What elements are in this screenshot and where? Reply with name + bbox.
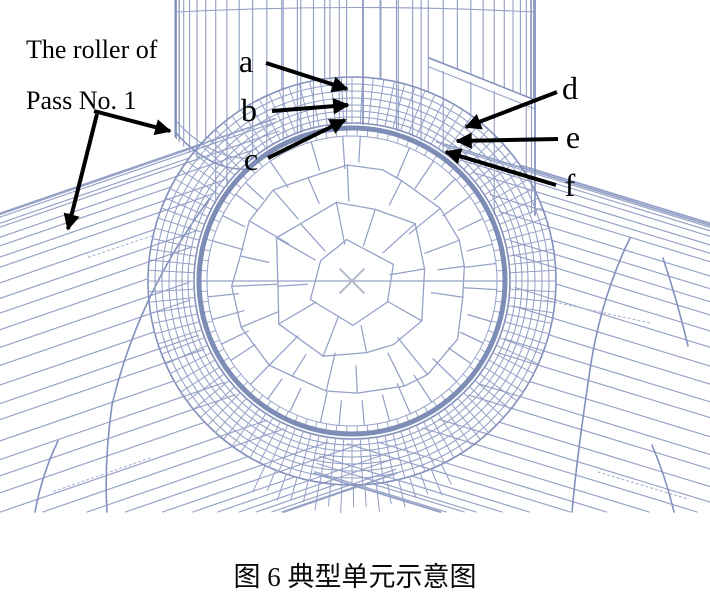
figure-caption: 图 6 典型单元示意图 xyxy=(233,562,477,592)
label-b: b xyxy=(241,92,257,128)
roller-label-line2: Pass No. 1 xyxy=(26,86,137,115)
label-f: f xyxy=(565,167,576,203)
billet-mesh xyxy=(199,128,505,434)
annotation-labels: a b c d e f The roller of Pass No. 1 xyxy=(26,35,580,203)
ring-band xyxy=(147,76,557,514)
center-cross-icon xyxy=(339,268,365,294)
roller-lower-left xyxy=(0,117,398,513)
roller-lower-right xyxy=(313,140,710,513)
billet-outline xyxy=(196,125,508,437)
label-e: e xyxy=(566,119,580,155)
label-d: d xyxy=(562,70,578,106)
roller-label-line1: The roller of xyxy=(26,35,158,64)
annotation-arrows xyxy=(63,61,559,231)
label-a: a xyxy=(239,43,253,79)
label-c: c xyxy=(244,141,258,177)
